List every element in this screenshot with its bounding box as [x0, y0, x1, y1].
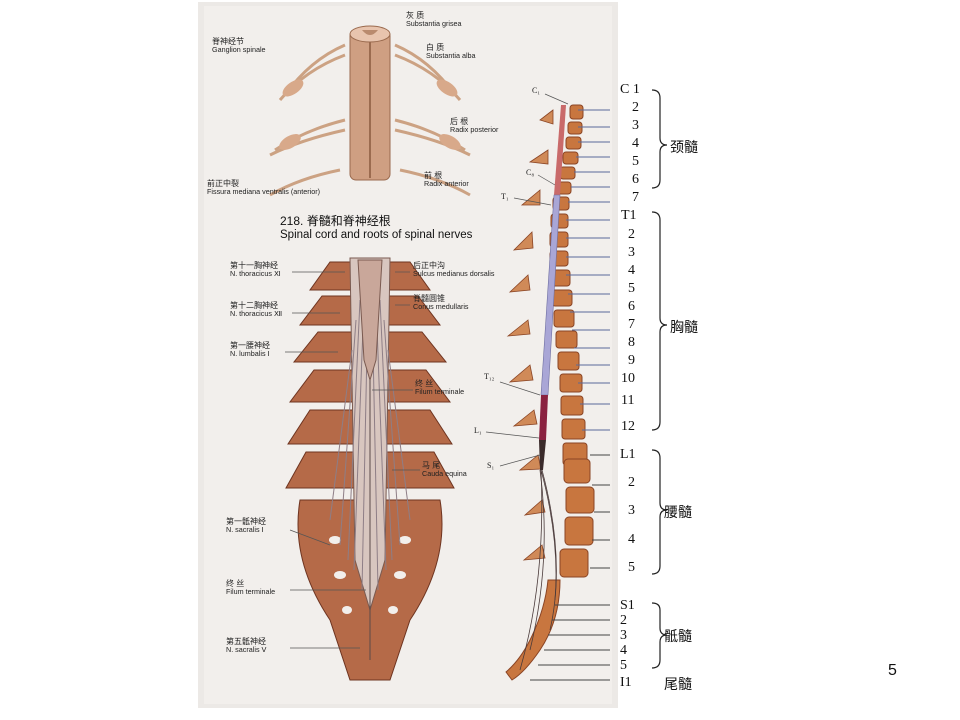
segment-t12: 12 — [621, 419, 635, 434]
region-thoracic: 胸髓 — [670, 320, 698, 336]
segment-l5: 5 — [628, 560, 635, 575]
segment-c2: 2 — [632, 100, 639, 115]
label-substantia-alba: 白 质 Substantia alba — [426, 43, 476, 61]
segment-t7: 7 — [628, 317, 635, 332]
cord-segment-figure — [269, 25, 471, 197]
label-n-thoracicus-xii: 第十二胸神经 N. thoracicus Ⅻ — [230, 301, 283, 319]
label-ganglion-spinale: 脊神经节 Ganglion spinale — [212, 37, 266, 55]
segment-c3: 3 — [632, 118, 639, 133]
segment-l1: L1 — [620, 447, 636, 462]
segment-t4: 4 — [628, 263, 635, 278]
label-n-thoracicus-xi: 第十一胸神经 N. thoracicus Ⅺ — [230, 261, 281, 279]
label-filum-terminale: 终 丝 Filum terminale — [415, 379, 465, 397]
segment-t10: 10 — [621, 371, 635, 386]
ref-t1: T₁ — [501, 192, 509, 201]
region-cervical: 颈髓 — [670, 140, 698, 156]
segment-s4: 4 — [620, 643, 627, 658]
segment-c7: 7 — [632, 190, 639, 205]
label-conus-medullaris: 脊髓圆锥 Conus medullaris — [413, 294, 469, 312]
label-sulcus-medianus: 后正中沟 Sulcus medianus dorsalis — [413, 261, 495, 279]
label-filum-terminale-2: 终 丝 Filum terminale — [226, 579, 276, 597]
sagittal-spine-figure — [485, 93, 610, 681]
segment-t3: 3 — [628, 245, 635, 260]
label-radix-anterior: 前 根 Radix anterior — [424, 171, 469, 189]
segment-l2: 2 — [628, 475, 635, 490]
region-coccygeal: 尾髓 — [664, 677, 692, 693]
cauda-equina-figure — [285, 257, 455, 681]
ref-c1: C₁ — [532, 86, 541, 95]
label-radix-posterior: 后 根 Radix posterior — [450, 117, 499, 135]
ref-t12: T₁₂ — [484, 372, 495, 381]
segment-l3: 3 — [628, 503, 635, 518]
segment-c4: 4 — [632, 136, 639, 151]
ref-c8: C₈ — [526, 168, 535, 177]
segment-l4: 4 — [628, 532, 635, 547]
ref-l1: L₁ — [474, 426, 482, 435]
segment-t6: 6 — [628, 299, 635, 314]
segment-c5: 5 — [632, 154, 639, 169]
segment-t5: 5 — [628, 281, 635, 296]
segment-c1: C 1 — [620, 82, 640, 97]
label-cauda-equina: 马 尾 Cauda equina — [422, 461, 467, 479]
segment-t11: 11 — [621, 393, 635, 408]
segment-co1: I1 — [620, 675, 632, 690]
segment-c6: 6 — [632, 172, 639, 187]
label-fissura-mediana: 前正中裂 Fissura mediana ventralis (anterior… — [207, 179, 321, 197]
segment-t1: T1 — [621, 208, 637, 223]
figure-caption: 218. 脊髓和脊神经根 Spinal cord and roots of sp… — [280, 214, 473, 241]
segment-t8: 8 — [628, 335, 635, 350]
region-braces — [651, 89, 668, 669]
slide-number: 5 — [888, 662, 897, 679]
ref-s1: S₁ — [487, 461, 495, 470]
label-n-sacralis-i: 第一骶神经 N. sacralis Ⅰ — [226, 517, 266, 535]
segment-t9: 9 — [628, 353, 635, 368]
label-n-sacralis-v: 第五骶神经 N. sacralis Ⅴ — [226, 637, 267, 655]
label-substantia-grisea: 灰 质 Substantia grisea — [406, 11, 462, 29]
region-lumbar: 腰髓 — [664, 505, 692, 521]
segment-s1: S1 — [620, 598, 635, 613]
segment-t2: 2 — [628, 227, 635, 242]
region-sacral: 骶髓 — [664, 629, 692, 645]
segment-s5: 5 — [620, 658, 627, 673]
label-n-lumbalis-i: 第一腰神经 N. lumbalis Ⅰ — [230, 341, 270, 359]
segment-s3: 3 — [620, 628, 627, 643]
segment-s2: 2 — [620, 613, 627, 628]
